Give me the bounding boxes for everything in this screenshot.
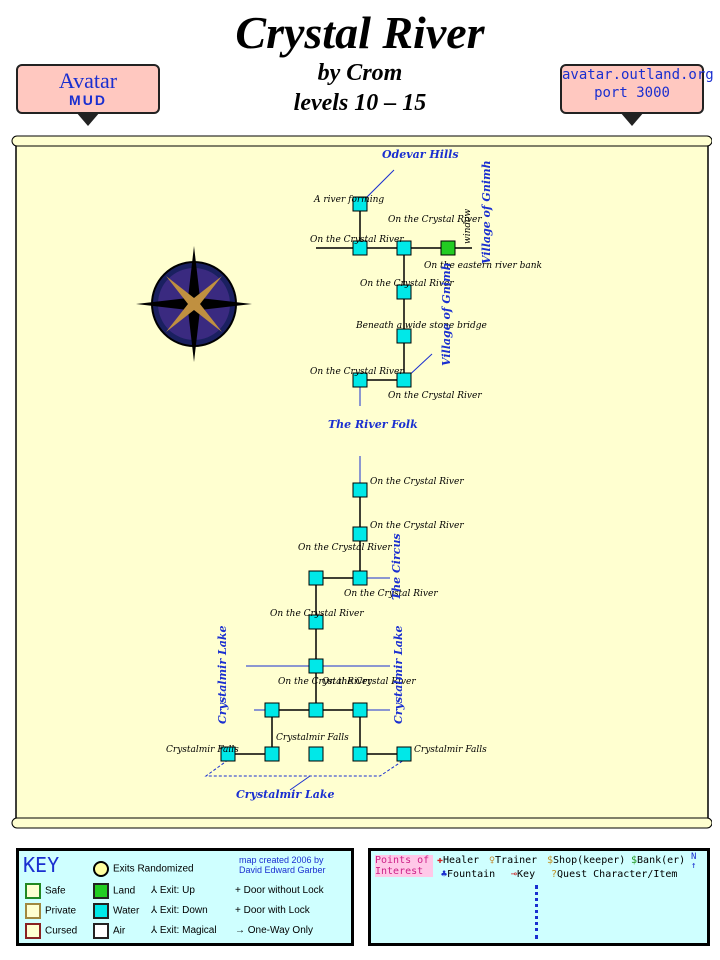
room-r17d <box>352 746 368 762</box>
key-private: Private <box>25 903 76 919</box>
poi-healer: ✚Healer <box>437 855 480 866</box>
key-water: Water <box>93 903 139 919</box>
north-indicator-icon: N↑ <box>691 852 697 871</box>
room-r11 <box>308 570 324 586</box>
sign-avatar-text: Avatar <box>58 68 118 93</box>
poi-key: ⊸Key <box>511 869 536 880</box>
map-scroll: A river forming On the Crystal River On … <box>10 134 713 830</box>
poi-shop: $Shop(keeper) <box>547 855 626 866</box>
room-label: On the Crystal River <box>310 367 404 377</box>
poi-bank: $Bank(er) <box>631 855 686 866</box>
room-label: On the Crystal River <box>344 589 438 599</box>
level-range: levels 10 – 15 <box>293 90 427 116</box>
room-r12 <box>352 570 368 586</box>
sign-mud-text: MUD <box>69 92 107 108</box>
key-door-no-lock: + Door without Lock <box>235 885 324 896</box>
area-link-lake-south: Crystalmir Lake <box>236 788 334 801</box>
poi-fountain: ♣Fountain <box>441 869 496 880</box>
room-r8 <box>396 372 412 388</box>
scroll-bottom-roll <box>11 817 713 829</box>
server-address-sign: avatar.outland.org port 3000 <box>560 64 714 126</box>
room-r3 <box>396 240 412 256</box>
key-exit-up: ⅄ Exit: Up <box>151 885 195 896</box>
scroll-top-roll <box>11 135 713 147</box>
window-note: window <box>463 208 473 244</box>
key-cursed: Cursed <box>25 923 77 939</box>
room-r7 <box>352 372 368 388</box>
author-byline: by Crom <box>317 60 403 86</box>
area-link-odevar: Odevar Hills <box>382 148 459 161</box>
key-one-way: → One-Way Only <box>235 925 313 936</box>
area-link-lake-west: Crystalmir Lake <box>216 626 229 724</box>
server-port: port 3000 <box>594 85 670 101</box>
room-r1 <box>352 196 368 212</box>
key-safe: Safe <box>25 883 66 899</box>
area-link-village: Village of Gnimh <box>480 160 493 264</box>
room-label: Crystalmir Falls <box>414 745 487 755</box>
key-land: Land <box>93 883 135 899</box>
room-label: On the Crystal River <box>370 477 464 487</box>
room-r16 <box>352 702 368 718</box>
key-door-lock: + Door with Lock <box>235 905 310 916</box>
room-r2 <box>352 240 368 256</box>
room-label: Crystalmir Falls <box>276 733 349 743</box>
room-label: Crystalmir Falls <box>166 745 239 755</box>
room-r10 <box>352 526 368 542</box>
room-label: Beneath a wide stone bridge <box>355 321 487 331</box>
poi-title: Points of Interest <box>375 855 433 877</box>
room-label: On the Crystal River <box>278 677 372 687</box>
room-r15b <box>308 702 324 718</box>
area-link-river-folk: The River Folk <box>328 418 418 431</box>
area-link-lake-east: Crystalmir Lake <box>392 626 405 724</box>
room-r13 <box>308 614 324 630</box>
area-link-village: Village of Gnimh <box>440 262 453 366</box>
page-title: Crystal River <box>235 7 485 58</box>
poi-divider <box>535 885 542 939</box>
room-label: On the Crystal River <box>322 677 416 687</box>
room-r5 <box>396 284 412 300</box>
room-label: On the Crystal River <box>298 543 392 553</box>
room-label: On the Crystal River <box>388 391 482 401</box>
room-r4 <box>440 240 456 256</box>
key-exit-down: ⅄ Exit: Down <box>151 905 208 916</box>
room-label: On the Crystal River <box>388 215 482 225</box>
area-link-circus: The Circus <box>390 533 403 600</box>
room-label: A river forming <box>313 195 384 205</box>
room-r15 <box>264 702 280 718</box>
room-r17c <box>308 746 324 762</box>
room-r6 <box>396 328 412 344</box>
poi-trainer: ♀Trainer <box>489 855 538 866</box>
room-label: On the eastern river bank <box>424 261 542 271</box>
room-label: On the Crystal River <box>310 235 404 245</box>
key-exit-magical: ⅄ Exit: Magical <box>151 925 217 936</box>
room-label: On the Crystal River <box>370 521 464 531</box>
room-r14 <box>308 658 324 674</box>
key-credit: map created 2006 by David Edward Garber <box>239 855 326 875</box>
points-of-interest: Points of Interest ✚Healer ♀Trainer $Sho… <box>368 848 710 946</box>
map-key: KEY Exits Randomized map created 2006 by… <box>16 848 354 946</box>
room-label: On the Crystal River <box>270 609 364 619</box>
key-exits-randomized: Exits Randomized <box>93 861 194 877</box>
poi-quest: ?Quest Character/Item <box>551 869 678 880</box>
avatar-mud-sign: Avatar MUD <box>16 64 160 126</box>
key-title: KEY <box>23 853 60 877</box>
room-r17b <box>264 746 280 762</box>
key-air: Air <box>93 923 125 939</box>
compass-rose-icon <box>136 246 252 362</box>
room-r18 <box>396 746 412 762</box>
server-host: avatar.outland.org <box>562 67 714 83</box>
room-r9 <box>352 482 368 498</box>
room-label: On the Crystal River <box>360 279 454 289</box>
room-r17 <box>220 746 236 762</box>
